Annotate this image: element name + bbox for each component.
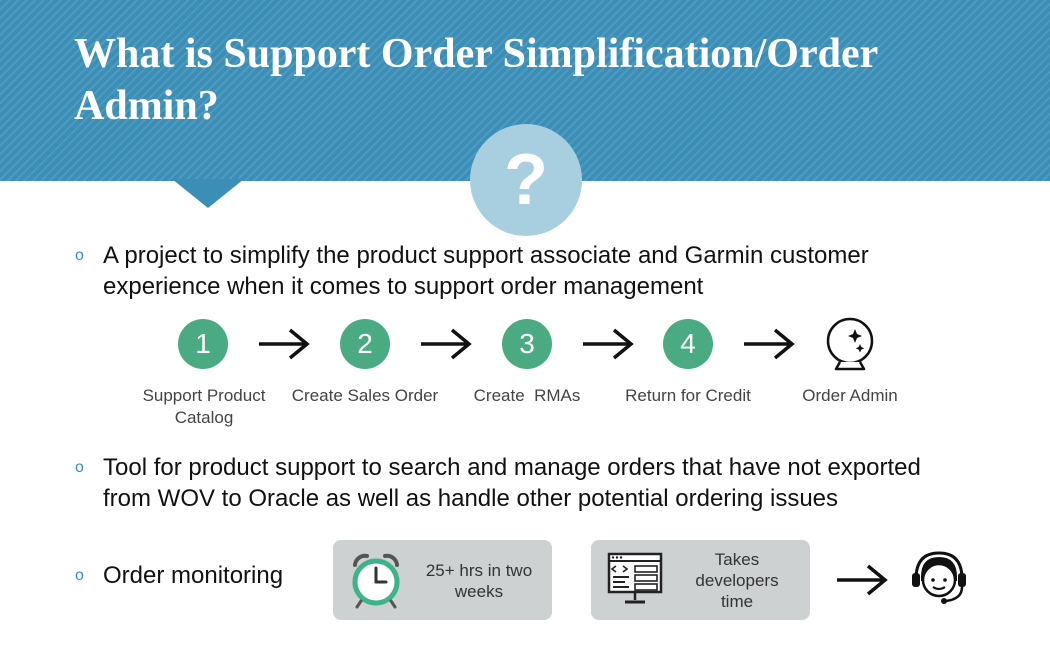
bullet-text: A project to simplify the product suppor… xyxy=(103,242,869,300)
step-4-label: Return for Credit xyxy=(625,386,751,405)
bullet-text: Order monitoring xyxy=(103,562,284,589)
question-mark-icon: ? xyxy=(470,124,582,236)
step-3-label: Create RMAs xyxy=(473,386,581,405)
bullet-marker: o xyxy=(75,247,84,264)
developers-text: Takes developers time xyxy=(695,550,779,611)
bullet-text: Tool for product support to search and m… xyxy=(103,454,921,512)
slide-title: What is Support Order Simplification/Ord… xyxy=(74,31,878,129)
arrow-right-icon xyxy=(744,328,795,360)
developers-box: Takes developers time xyxy=(591,540,810,620)
step-1-label: Support Product Catalog xyxy=(142,386,266,427)
question-mark-glyph: ? xyxy=(504,140,548,220)
order-admin-label: Order Admin xyxy=(802,386,898,405)
step-2-circle: 2 xyxy=(340,319,390,369)
code-monitor-icon xyxy=(607,552,663,604)
hours-text: 25+ hrs in two weeks xyxy=(425,561,533,601)
crystal-ball-icon xyxy=(826,317,874,371)
header-banner xyxy=(0,0,1050,181)
bullet-marker: o xyxy=(75,567,84,584)
arrow-right-icon xyxy=(583,328,634,360)
step-1-circle: 1 xyxy=(178,319,228,369)
bullet-marker: o xyxy=(75,459,84,476)
step-4-circle: 4 xyxy=(663,319,713,369)
arrow-right-icon xyxy=(421,328,472,360)
arrow-right-icon xyxy=(259,328,310,360)
arrow-right-icon xyxy=(837,564,888,596)
hours-box: 25+ hrs in two weeks xyxy=(333,540,552,620)
step-2-label: Create Sales Order xyxy=(291,386,439,405)
alarm-clock-icon xyxy=(352,553,400,609)
step-3-circle: 3 xyxy=(502,319,552,369)
header-notch xyxy=(172,179,244,208)
support-agent-headset-icon xyxy=(912,551,966,604)
